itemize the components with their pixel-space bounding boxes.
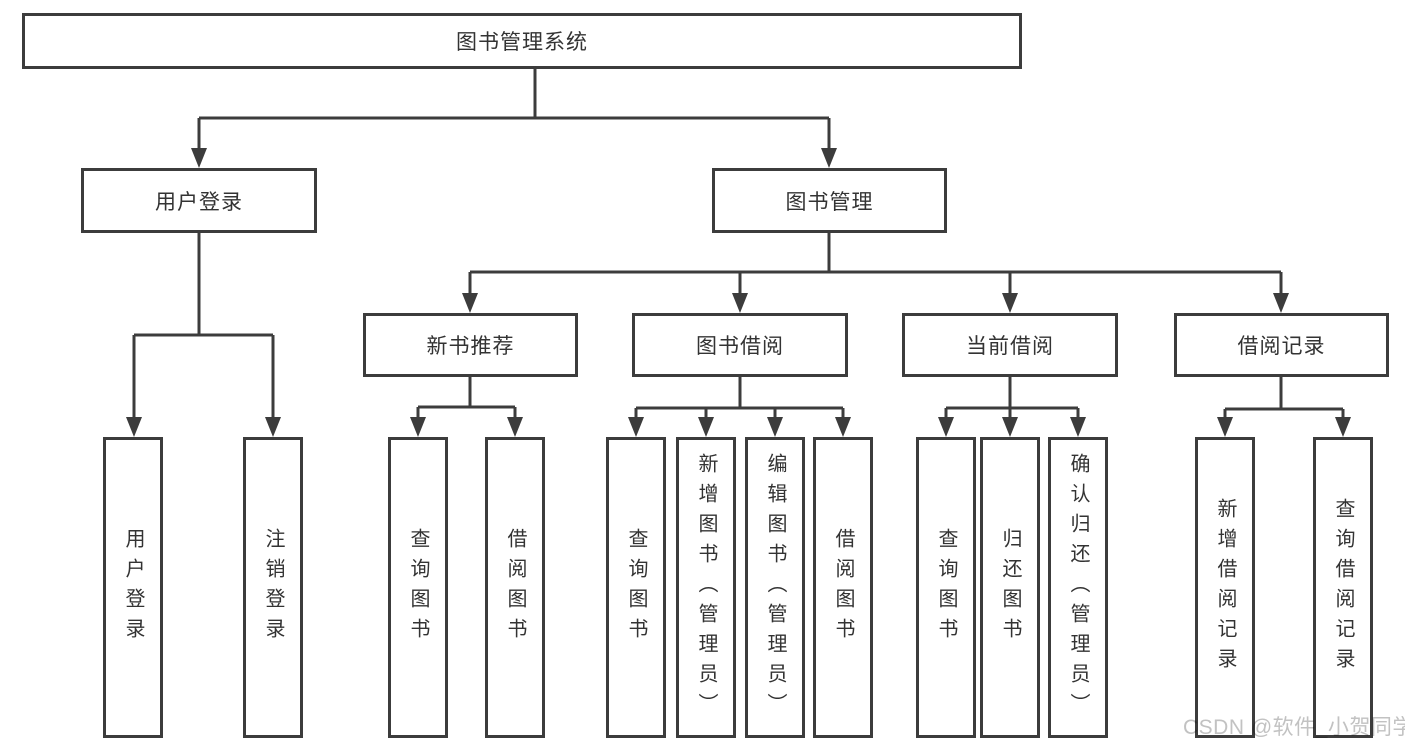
node-label: 查询图书 [625, 527, 647, 648]
node-label: 用户登录 [122, 527, 144, 648]
node-label: 图书管理系统 [456, 31, 588, 54]
leaf-query-books-current: 查询图书 [916, 437, 976, 738]
leaf-query-borrow-record: 查询借阅记录 [1313, 437, 1373, 738]
leaf-borrow-books-recommend: 借阅图书 [485, 437, 545, 738]
node-label: 新书推荐 [426, 335, 515, 358]
leaf-query-books-recommend: 查询图书 [388, 437, 448, 738]
leaf-borrow-books: 借阅图书 [813, 437, 873, 738]
node-book-management: 图书管理 [712, 168, 947, 233]
node-label: 图书管理 [785, 190, 874, 214]
leaf-confirm-return-admin: 确认归还（管理员） [1048, 437, 1108, 738]
node-label: 确认归还（管理员） [1067, 452, 1089, 723]
leaf-edit-books-admin: 编辑图书（管理员） [745, 437, 805, 738]
node-label: 归还图书 [999, 527, 1021, 648]
leaf-add-books-admin: 新增图书（管理员） [676, 437, 736, 738]
leaf-add-borrow-record: 新增借阅记录 [1195, 437, 1255, 738]
node-current-borrow: 当前借阅 [902, 313, 1118, 377]
node-label: 编辑图书（管理员） [764, 452, 786, 723]
node-user-login: 用户登录 [81, 168, 317, 233]
node-label: 当前借阅 [966, 335, 1054, 358]
leaf-query-books-borrow: 查询图书 [606, 437, 666, 738]
arrowhead-icons [126, 148, 1351, 437]
node-label: 图书借阅 [696, 335, 784, 358]
node-label: 新增图书（管理员） [695, 452, 717, 723]
node-library-management-system: 图书管理系统 [22, 13, 1022, 69]
node-label: 查询图书 [935, 527, 957, 648]
node-borrow-records: 借阅记录 [1174, 313, 1389, 377]
node-label: 借阅图书 [832, 527, 854, 648]
node-label: 借阅图书 [504, 527, 526, 648]
leaf-return-books: 归还图书 [980, 437, 1040, 738]
node-book-borrow: 图书借阅 [632, 313, 848, 377]
node-label: 注销登录 [262, 527, 284, 648]
leaf-logout-login: 注销登录 [243, 437, 303, 738]
node-label: 查询借阅记录 [1332, 497, 1354, 678]
csdn-watermark: CSDN @软件_小贺同学 [1183, 716, 1405, 739]
node-label: 新增借阅记录 [1214, 497, 1236, 678]
node-label: 借阅记录 [1237, 335, 1326, 358]
node-new-book-recommend: 新书推荐 [363, 313, 578, 377]
node-label: 用户登录 [155, 190, 243, 214]
leaf-user-login: 用户登录 [103, 437, 163, 738]
node-label: 查询图书 [407, 527, 429, 648]
